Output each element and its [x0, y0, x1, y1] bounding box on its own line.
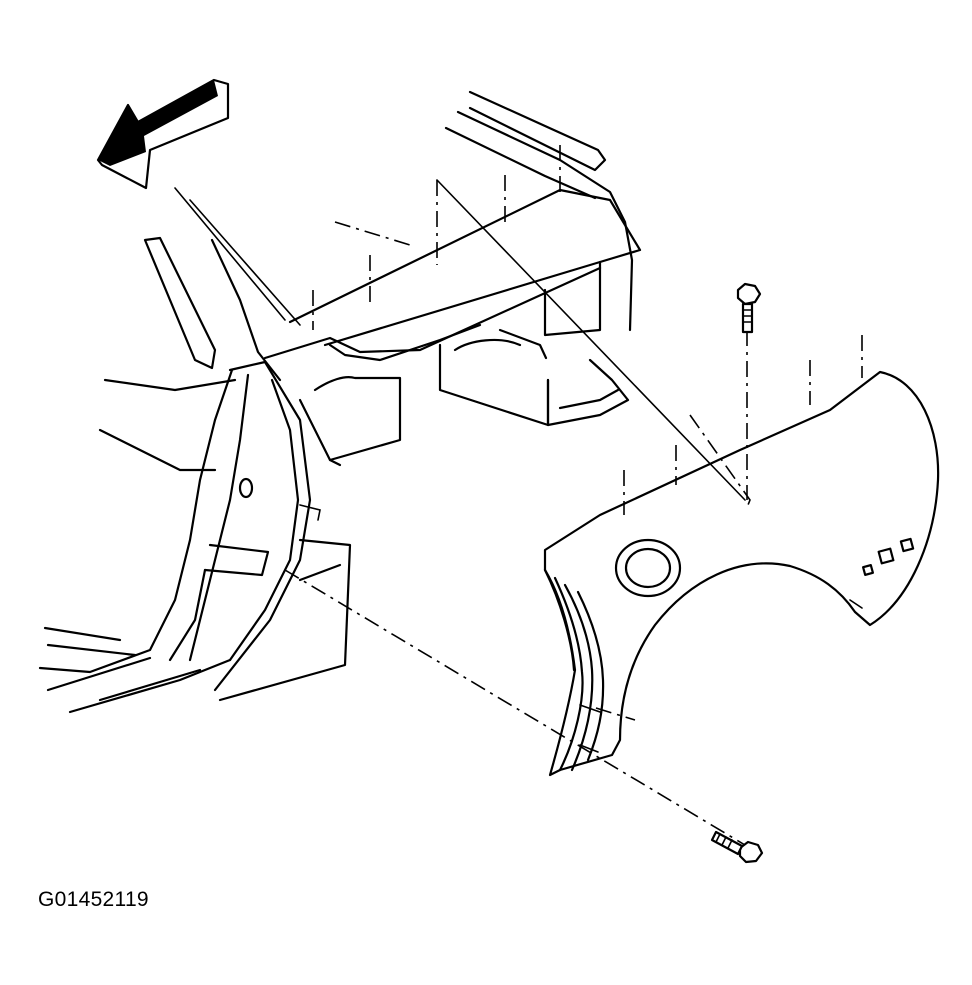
upper-rail-structure	[174, 90, 642, 427]
vehicle-body-side-structure	[38, 236, 402, 714]
front-fender-panel	[543, 370, 940, 777]
stud-reference-marks	[689, 414, 751, 506]
figure-caption: G01452119	[38, 888, 149, 911]
front-direction-arrow	[96, 78, 230, 190]
fender-upper-bolt	[736, 282, 762, 334]
fender-lower-bolt	[710, 830, 764, 864]
fender-alignment-lines	[284, 145, 863, 846]
